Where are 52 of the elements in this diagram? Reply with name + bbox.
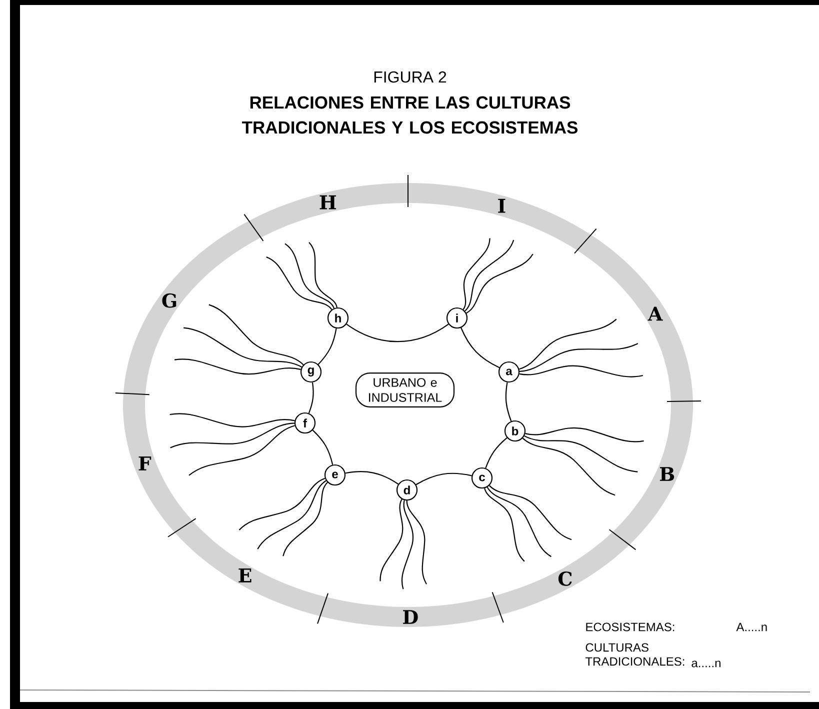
- key-label: ECOSISTEMAS:: [586, 622, 674, 632]
- wavy-line: [466, 254, 534, 314]
- wavy-line: [284, 243, 334, 308]
- wavy-line: [524, 435, 638, 472]
- wavy-line: [484, 488, 525, 562]
- wavy-line: [184, 327, 302, 368]
- title: RELACIONES ENTRE LAS CULTURAS TRADICIONALES Y LOS ECOSISTEMAS: [242, 96, 578, 134]
- circle-arc: [460, 328, 500, 368]
- wavy-line: [464, 240, 514, 312]
- wavy-line: [282, 482, 328, 556]
- wavy-line: [257, 480, 326, 550]
- key-value: A.....n: [736, 622, 767, 632]
- band-segment: B: [612, 401, 693, 545]
- band-segment: E: [174, 520, 327, 616]
- circle-arc: [308, 382, 314, 414]
- key-label: CULTURAS TRADICIONALES:: [585, 643, 684, 666]
- wavy-line: [519, 343, 638, 372]
- wavy-line: [525, 427, 644, 442]
- wavy-line: [488, 485, 572, 540]
- wavy-line: [519, 365, 643, 378]
- circle-arc: [416, 472, 472, 486]
- wavy-line: [174, 358, 301, 375]
- urban-cloud: URBANO e INDUSTRIAL: [355, 372, 455, 408]
- wavy-line: [406, 500, 427, 584]
- circle-arc: [346, 324, 449, 342]
- wavy-line: [170, 413, 295, 428]
- wavy-line: [188, 425, 295, 476]
- wavy-line: [266, 256, 332, 310]
- wavy-line: [462, 238, 490, 310]
- wavy-line: [308, 242, 338, 308]
- wavy-line: [380, 498, 404, 582]
- band-segment: G: [123, 221, 261, 394]
- wavy-line: [401, 500, 414, 590]
- circle-arc: [318, 328, 337, 365]
- key-value: a.....n: [692, 660, 720, 668]
- circle-arc: [485, 437, 508, 468]
- wavy-line: [170, 422, 294, 448]
- figure-number: FIGURA 2: [374, 71, 446, 83]
- wavy-line: [486, 486, 552, 558]
- band-segment: A: [577, 234, 693, 402]
- wavy-line: [522, 438, 616, 496]
- wavy-line: [208, 304, 304, 366]
- circle-arc: [345, 471, 399, 485]
- band-segment: I: [408, 183, 592, 250]
- band-segment: H: [248, 183, 408, 238]
- wavy-line: [238, 478, 326, 530]
- circle-arc: [505, 382, 512, 422]
- wavy-line: [518, 318, 617, 370]
- band-segment: C: [494, 532, 630, 615]
- circle-arc: [312, 430, 334, 465]
- band-segment: F: [123, 393, 193, 532]
- band-segment: D: [320, 596, 501, 627]
